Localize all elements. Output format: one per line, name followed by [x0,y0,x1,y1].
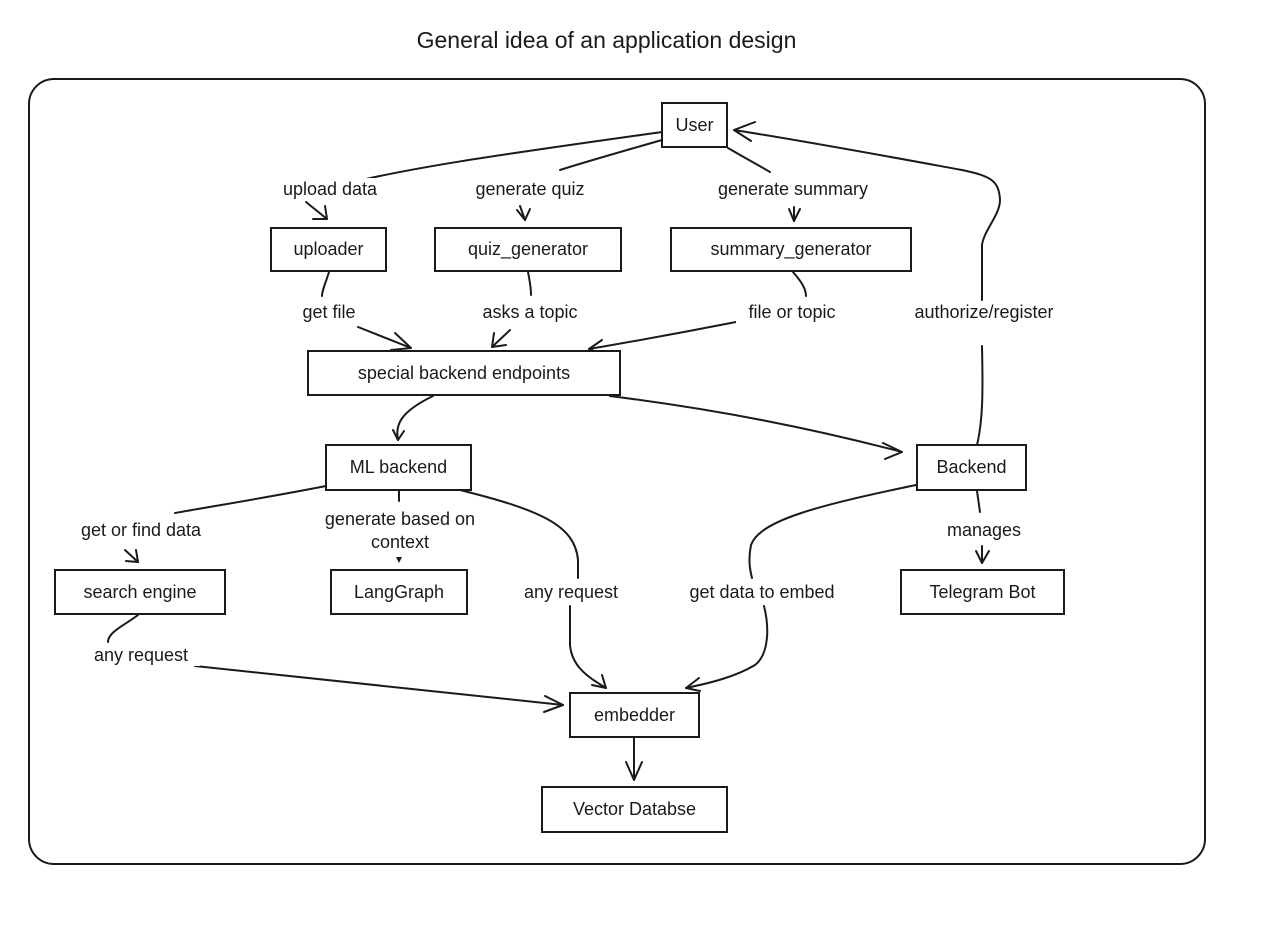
edge-user-quiz-arrowhead [516,208,531,221]
edge-ml-search-tail [124,549,139,563]
edge-user-uploader-tail [305,201,328,220]
edge-search-embedder-arrowhead [543,695,564,713]
diagram-title: General idea of an application design [416,27,797,53]
edge-label-any-request-ml: any request [512,581,630,603]
diagram-frame [28,78,1206,865]
edge-label-get-or-find-data: get or find data [66,519,216,541]
edge-backend-user-arrowhead [733,121,756,142]
edge-summary-endpoints-tail [588,321,737,350]
node-quiz-generator: quiz_generator [434,227,622,272]
edge-backend-embedder-arrowhead [685,677,701,692]
edge-ml-langgraph-arrowhead [396,557,402,563]
edge-backend-telegram-line [976,490,981,513]
node-backend: Backend [916,444,1027,491]
edge-user-uploader-arrowhead [312,205,328,220]
node-langgraph: LangGraph [330,569,468,615]
edge-ml-search-arrowhead [125,549,139,563]
edge-quiz-endpoints-line [527,271,532,296]
edge-backend-embedder-upper [748,484,917,579]
node-special-backend-endpoints: special backend endpoints [307,350,621,396]
edge-embedder-vectordb-arrowhead [625,761,643,781]
node-uploader: uploader [270,227,387,272]
edge-label-file-or-topic: file or topic [736,301,848,323]
edge-backend-user-lower [976,345,984,446]
edge-quiz-endpoints-arrowhead [491,332,507,348]
edge-endpoints-ml-arrowhead [392,429,405,441]
edge-backend-user-upper [733,129,1001,301]
node-search-engine: search engine [54,569,226,615]
edge-label-generate-quiz: generate quiz [462,178,598,200]
edge-summary-endpoints-line [792,271,807,297]
node-ml-backend: ML backend [325,444,472,491]
edge-search-embedder-line [107,614,139,643]
node-embedder: embedder [569,692,700,738]
edge-quiz-endpoints-tail [491,329,511,348]
node-summary-generator: summary_generator [670,227,912,272]
edge-ml-embedder-lower [569,605,607,689]
edge-endpoints-backend-line [609,395,903,453]
edge-label-manages: manages [935,519,1033,541]
edge-label-upload-data: upload data [272,178,388,200]
edge-search-embedder-tail [194,665,564,706]
edge-user-summary-arrowhead [788,208,801,222]
edge-ml-embedder-upper [459,489,579,579]
edge-endpoints-backend-arrowhead [882,442,903,460]
edge-user-quiz-line [559,139,663,171]
edge-label-any-request-search: any request [82,644,200,666]
node-telegram-bot: Telegram Bot [900,569,1065,615]
edge-backend-telegram-arrowhead [975,550,990,564]
edge-label-generate-summary: generate summary [702,178,884,200]
edge-label-asks-a-topic: asks a topic [470,301,590,323]
edge-endpoints-ml-line [396,395,434,441]
edge-ml-search-line [174,485,327,514]
node-user: User [661,102,728,148]
edge-label-authorize-register: authorize/register [899,301,1069,323]
edge-ml-embedder-arrowhead [591,674,607,689]
node-vector-database: Vector Databse [541,786,728,833]
edge-uploader-endpoints-line [321,271,330,297]
edge-uploader-endpoints-tail [357,326,412,349]
edge-label-generate-based-on-context: generate based on context [308,508,492,554]
edge-label-get-data-to-embed: get data to embed [674,581,850,603]
edge-uploader-endpoints-arrowhead [390,332,412,351]
edge-user-summary-line [727,147,771,173]
edge-backend-embedder-lower [685,605,769,689]
edge-label-get-file: get file [293,301,365,323]
